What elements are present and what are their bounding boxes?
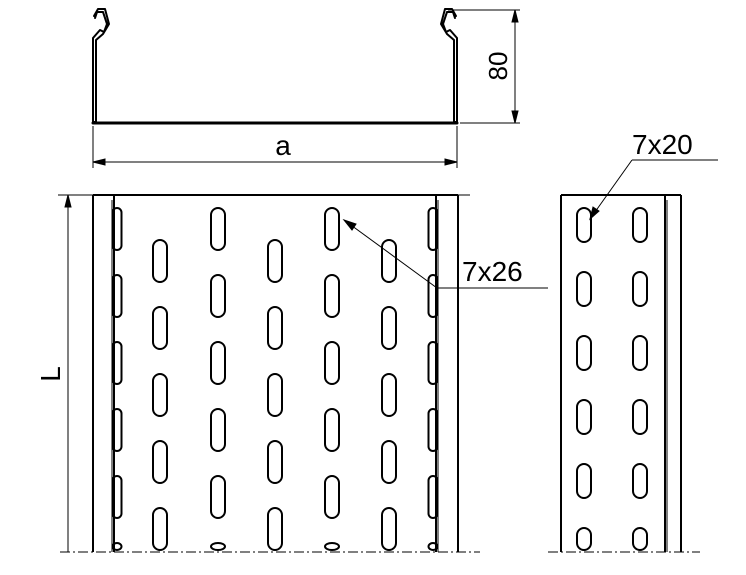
front-slot-grid xyxy=(111,207,439,551)
side-slot xyxy=(576,271,592,307)
bottom-slot xyxy=(267,239,283,283)
side-slot xyxy=(576,527,592,551)
bottom-slot xyxy=(152,373,168,417)
edge-slot xyxy=(427,207,439,251)
bottom-slot xyxy=(381,373,397,417)
edge-slot xyxy=(111,207,123,251)
bottom-slot xyxy=(152,239,168,283)
height-label: 80 xyxy=(483,52,513,81)
tray-cross-section xyxy=(91,8,459,125)
bottom-slot xyxy=(381,239,397,283)
side-slot xyxy=(632,527,648,551)
side-slot xyxy=(632,271,648,307)
bottom-slot xyxy=(210,475,226,519)
length-dimension xyxy=(58,194,470,552)
side-slot xyxy=(632,335,648,371)
side-slot xyxy=(576,335,592,371)
bottom-slot xyxy=(324,475,340,519)
bottom-slot xyxy=(210,207,226,251)
bottom-slot xyxy=(381,507,397,551)
edge-slot xyxy=(111,475,123,519)
edge-slot xyxy=(111,542,123,551)
side-slot-label: 7x20 xyxy=(632,129,693,160)
bottom-slot xyxy=(210,274,226,318)
edge-slot xyxy=(111,408,123,452)
side-slot xyxy=(576,399,592,435)
bottom-slot xyxy=(152,306,168,350)
bottom-slot-leader xyxy=(342,218,548,289)
bottom-slot xyxy=(267,507,283,551)
bottom-slot xyxy=(324,542,340,551)
side-slot-leader xyxy=(589,159,718,221)
edge-slot xyxy=(427,408,439,452)
bottom-slot xyxy=(324,207,340,251)
right-wall-profile xyxy=(440,8,458,123)
bottom-slot xyxy=(210,341,226,385)
length-label: L xyxy=(35,366,66,382)
bottom-slot xyxy=(324,408,340,452)
tray-side-view xyxy=(560,194,682,552)
width-label: a xyxy=(275,130,291,161)
bottom-slot xyxy=(324,341,340,385)
side-slot xyxy=(576,463,592,499)
bottom-slot xyxy=(381,306,397,350)
bottom-slot xyxy=(152,440,168,484)
edge-slot xyxy=(427,475,439,519)
side-slot xyxy=(632,207,648,243)
side-slot xyxy=(576,207,592,243)
bottom-slot xyxy=(152,507,168,551)
height-dimension xyxy=(448,9,520,124)
side-slot xyxy=(632,463,648,499)
bottom-slot xyxy=(381,440,397,484)
edge-slot xyxy=(427,341,439,385)
bottom-slot xyxy=(267,440,283,484)
bottom-slot xyxy=(267,373,283,417)
edge-slot xyxy=(111,341,123,385)
left-wall-profile xyxy=(92,8,110,123)
edge-slot xyxy=(111,274,123,318)
width-dimension xyxy=(92,126,458,168)
bottom-slot xyxy=(324,274,340,318)
bottom-slot xyxy=(210,408,226,452)
edge-slot xyxy=(427,274,439,318)
side-slot xyxy=(632,399,648,435)
bottom-slot xyxy=(267,306,283,350)
side-slot-grid xyxy=(576,207,648,551)
bottom-slot xyxy=(210,542,226,551)
edge-slot xyxy=(427,542,439,551)
bottom-slot-label: 7x26 xyxy=(462,256,523,287)
